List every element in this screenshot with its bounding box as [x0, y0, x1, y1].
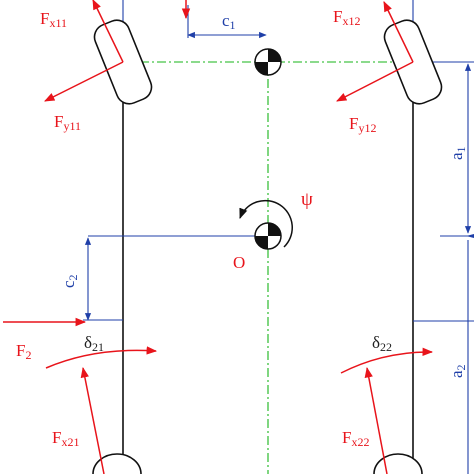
f2-label: F2 [16, 341, 31, 362]
diagram-labels: Fx11 Fy11 Fx12 Fy12 F2 δ21 δ22 Fx21 Fx22… [16, 7, 468, 449]
fy11-arrow [44, 61, 124, 102]
front-cg-marker [254, 48, 282, 76]
rear-left-tire [92, 453, 142, 474]
origin-label: O [233, 253, 245, 272]
a2-label: a2 [447, 364, 468, 378]
cg-marker-icon [254, 48, 282, 250]
psi-label: ψ [301, 189, 313, 210]
a1-label: a1 [447, 146, 468, 160]
c2-label: c2 [59, 274, 80, 288]
delta21-arc [45, 346, 158, 369]
fy12-arrow [336, 61, 414, 102]
fy12-label: Fy12 [349, 114, 376, 135]
fx21-label: Fx21 [52, 428, 79, 449]
vehicle-body [122, 62, 414, 474]
fx11-label: Fx11 [40, 9, 67, 30]
vehicle-cg-marker [254, 222, 282, 250]
yaw-arrow-icon [239, 199, 293, 248]
c1-label: c1 [222, 11, 236, 32]
fx12-label: Fx12 [333, 7, 360, 28]
delta21-label: δ21 [84, 333, 104, 354]
fy11-label: Fy11 [54, 112, 81, 133]
fx22-arrow [364, 366, 388, 474]
rear-right-tire [373, 453, 423, 474]
fx22-label: Fx22 [342, 428, 369, 449]
fx21-arrow [80, 366, 105, 474]
delta22-arc [340, 347, 434, 374]
delta22-label: δ22 [372, 333, 392, 354]
fx12-arrow [383, 1, 414, 63]
force-arrows [3, 0, 434, 474]
fx11-arrow [92, 0, 124, 63]
